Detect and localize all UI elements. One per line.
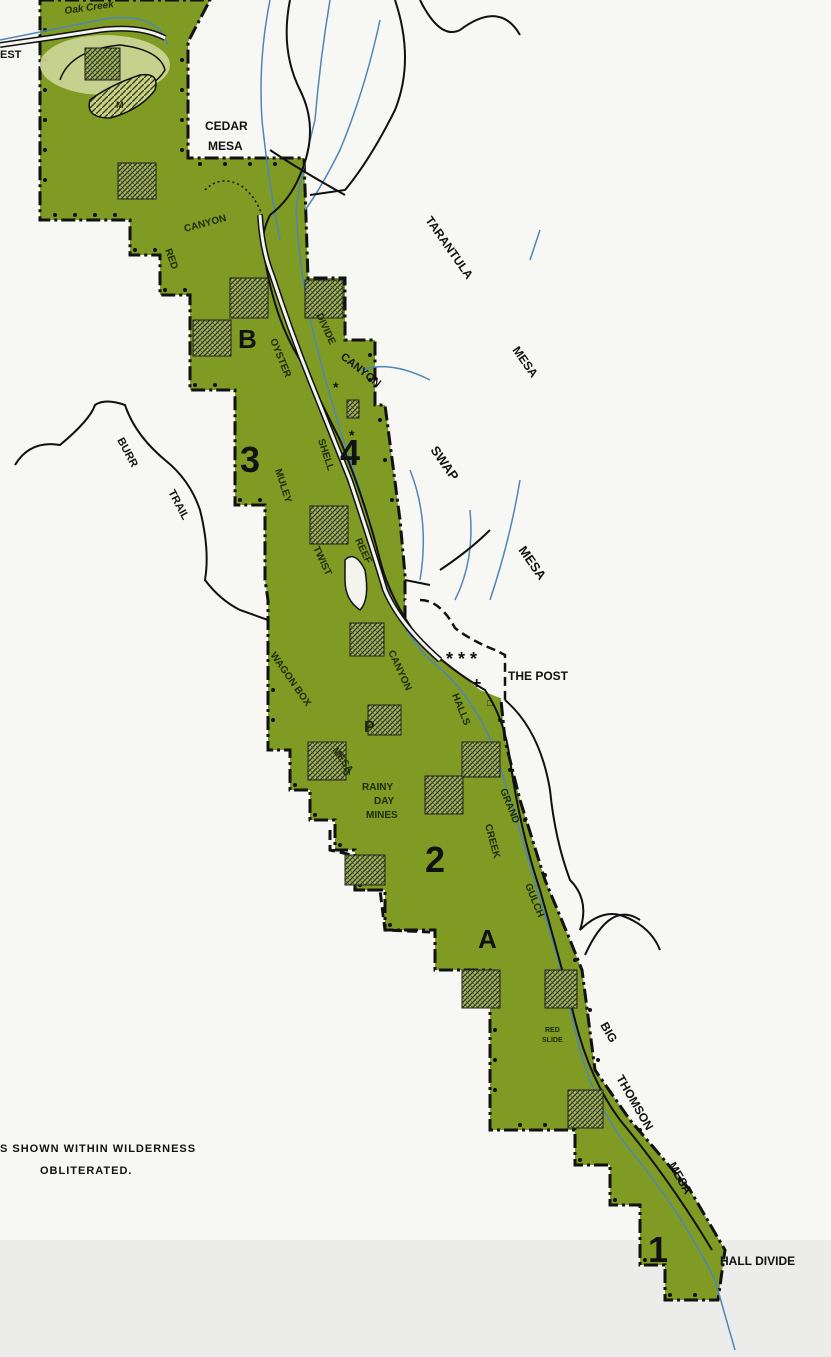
divide-asterisk: * [333,379,339,395]
label-trail: TRAIL [165,488,191,522]
post-building-icon: □ [487,698,493,708]
mine-marker-top: M [116,100,124,110]
label-red-slide-red: RED [545,1027,560,1034]
label-red-slide-slide: SLIDE [542,1037,563,1044]
cross-mark: + [472,675,481,692]
unit-one: 1 [648,1229,668,1270]
label-mesa-tarantula: MESA [510,344,542,381]
unit-a: A [478,924,497,954]
unit-three: 3 [240,439,260,480]
property-marker: P [364,719,375,736]
label-cedar: CEDAR [205,119,248,133]
label-burr: BURR [114,436,140,470]
post-notch [405,598,505,700]
label-mesa-cedar: MESA [208,139,243,153]
post-dashed-boundary [419,598,507,700]
label-est: EST [0,49,22,61]
label-swap: SWAP [428,443,462,483]
mine-area [88,73,157,119]
red-canyon-trail [204,180,263,216]
asterisk-marks: * * * [446,649,477,669]
streams [0,0,736,1351]
note-line-1: S SHOWN WITHIN WILDERNESS [0,1143,196,1155]
unit-b: B [238,324,257,354]
note-line-2: OBLITERATED. [40,1165,132,1177]
mine-marker-rainy-day: M [343,767,351,777]
unit-two: 2 [425,839,445,880]
twist-loop [344,555,368,611]
dashed-boundary-lower [328,830,431,934]
label-mines: MINES [366,810,398,821]
shell-asterisk: * [349,427,355,443]
main-road-inner [258,214,441,662]
private-inholdings [84,47,604,1129]
label-tarantula: TARANTULA [423,214,477,282]
label-big: BIG [597,1020,620,1045]
label-day: DAY [374,796,395,807]
top-road-inner [0,27,166,47]
unit-four: 4 [340,432,360,473]
label-hall-divide: HALL DIVIDE [720,1254,795,1268]
label-mesa-swap: MESA [516,543,550,583]
label-the-post: THE POST [508,669,569,683]
label-rainy: RAINY [362,782,393,793]
